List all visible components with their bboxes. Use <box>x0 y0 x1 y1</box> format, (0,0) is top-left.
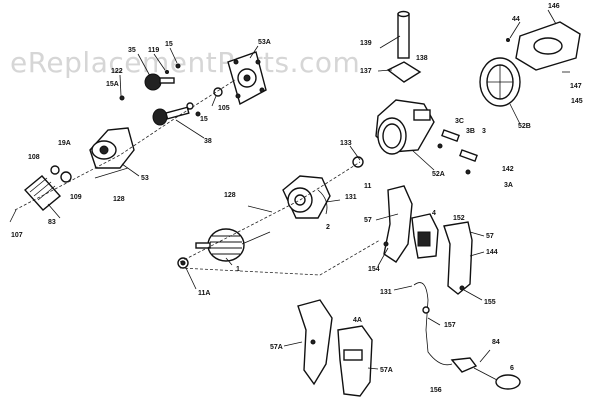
label-108: 108 <box>28 154 40 161</box>
label-83: 83 <box>48 219 56 226</box>
label-139: 139 <box>360 40 372 47</box>
label-57a-a: 57A <box>270 344 283 351</box>
label-156: 156 <box>430 387 442 394</box>
label-146: 146 <box>548 3 560 10</box>
watermark: eReplacementParts.com <box>10 46 360 79</box>
label-145: 145 <box>571 98 583 105</box>
leader-lines <box>47 9 557 370</box>
label-152: 152 <box>453 215 465 222</box>
label-3b: 3B <box>466 128 475 135</box>
label-15a: 15A <box>106 81 119 88</box>
label-19a: 19A <box>58 140 71 147</box>
label-155: 155 <box>484 299 496 306</box>
label-122: 122 <box>111 68 123 75</box>
label-15: 15 <box>165 41 173 48</box>
label-84: 84 <box>492 339 500 346</box>
label-53a: 53A <box>258 39 271 46</box>
label-128-a: 128 <box>113 196 125 203</box>
lower-handle-assembly <box>297 299 373 397</box>
handle-assembly <box>383 185 521 390</box>
label-109: 109 <box>70 194 82 201</box>
label-44: 44 <box>512 16 520 23</box>
label-3a: 3A <box>504 182 513 189</box>
label-11: 11 <box>364 183 372 190</box>
label-4: 4 <box>432 210 436 217</box>
label-35: 35 <box>128 47 136 54</box>
label-15-b: 15 <box>200 116 208 123</box>
label-119: 119 <box>148 47 159 54</box>
label-1: 1 <box>236 266 240 273</box>
switch-case-assembly <box>479 21 581 107</box>
label-11a: 11A <box>198 290 210 297</box>
label-38: 38 <box>204 138 212 145</box>
motor-housing-assembly <box>375 10 478 175</box>
label-52a: 52A <box>432 171 445 178</box>
label-157: 157 <box>444 322 456 329</box>
label-138: 138 <box>416 55 428 62</box>
label-57-a: 57 <box>364 217 372 224</box>
gear-housing-assembly <box>9 51 267 223</box>
label-147: 147 <box>570 83 582 90</box>
label-154: 154 <box>368 266 380 273</box>
motor-assembly <box>177 156 381 276</box>
label-57-b: 57 <box>486 233 494 240</box>
label-6: 6 <box>510 365 514 372</box>
label-4a: 4A <box>353 317 362 324</box>
label-137: 137 <box>360 68 372 75</box>
label-133: 133 <box>340 140 352 147</box>
label-107: 107 <box>11 232 23 239</box>
part-labels: 35 119 15 53A 122 15A 105 15 38 19A 108 … <box>11 3 583 394</box>
label-131-a: 131 <box>345 194 357 201</box>
label-57a-b: 57A <box>380 367 393 374</box>
label-128-b: 128 <box>224 192 236 199</box>
label-105: 105 <box>218 105 230 112</box>
label-131-b: 131 <box>380 289 392 296</box>
label-3: 3 <box>482 128 486 135</box>
label-142: 142 <box>502 166 514 173</box>
label-53: 53 <box>141 175 149 182</box>
label-2: 2 <box>326 224 330 231</box>
label-144: 144 <box>486 249 498 256</box>
label-3c: 3C <box>455 118 464 125</box>
label-52b: 52B <box>518 123 531 130</box>
